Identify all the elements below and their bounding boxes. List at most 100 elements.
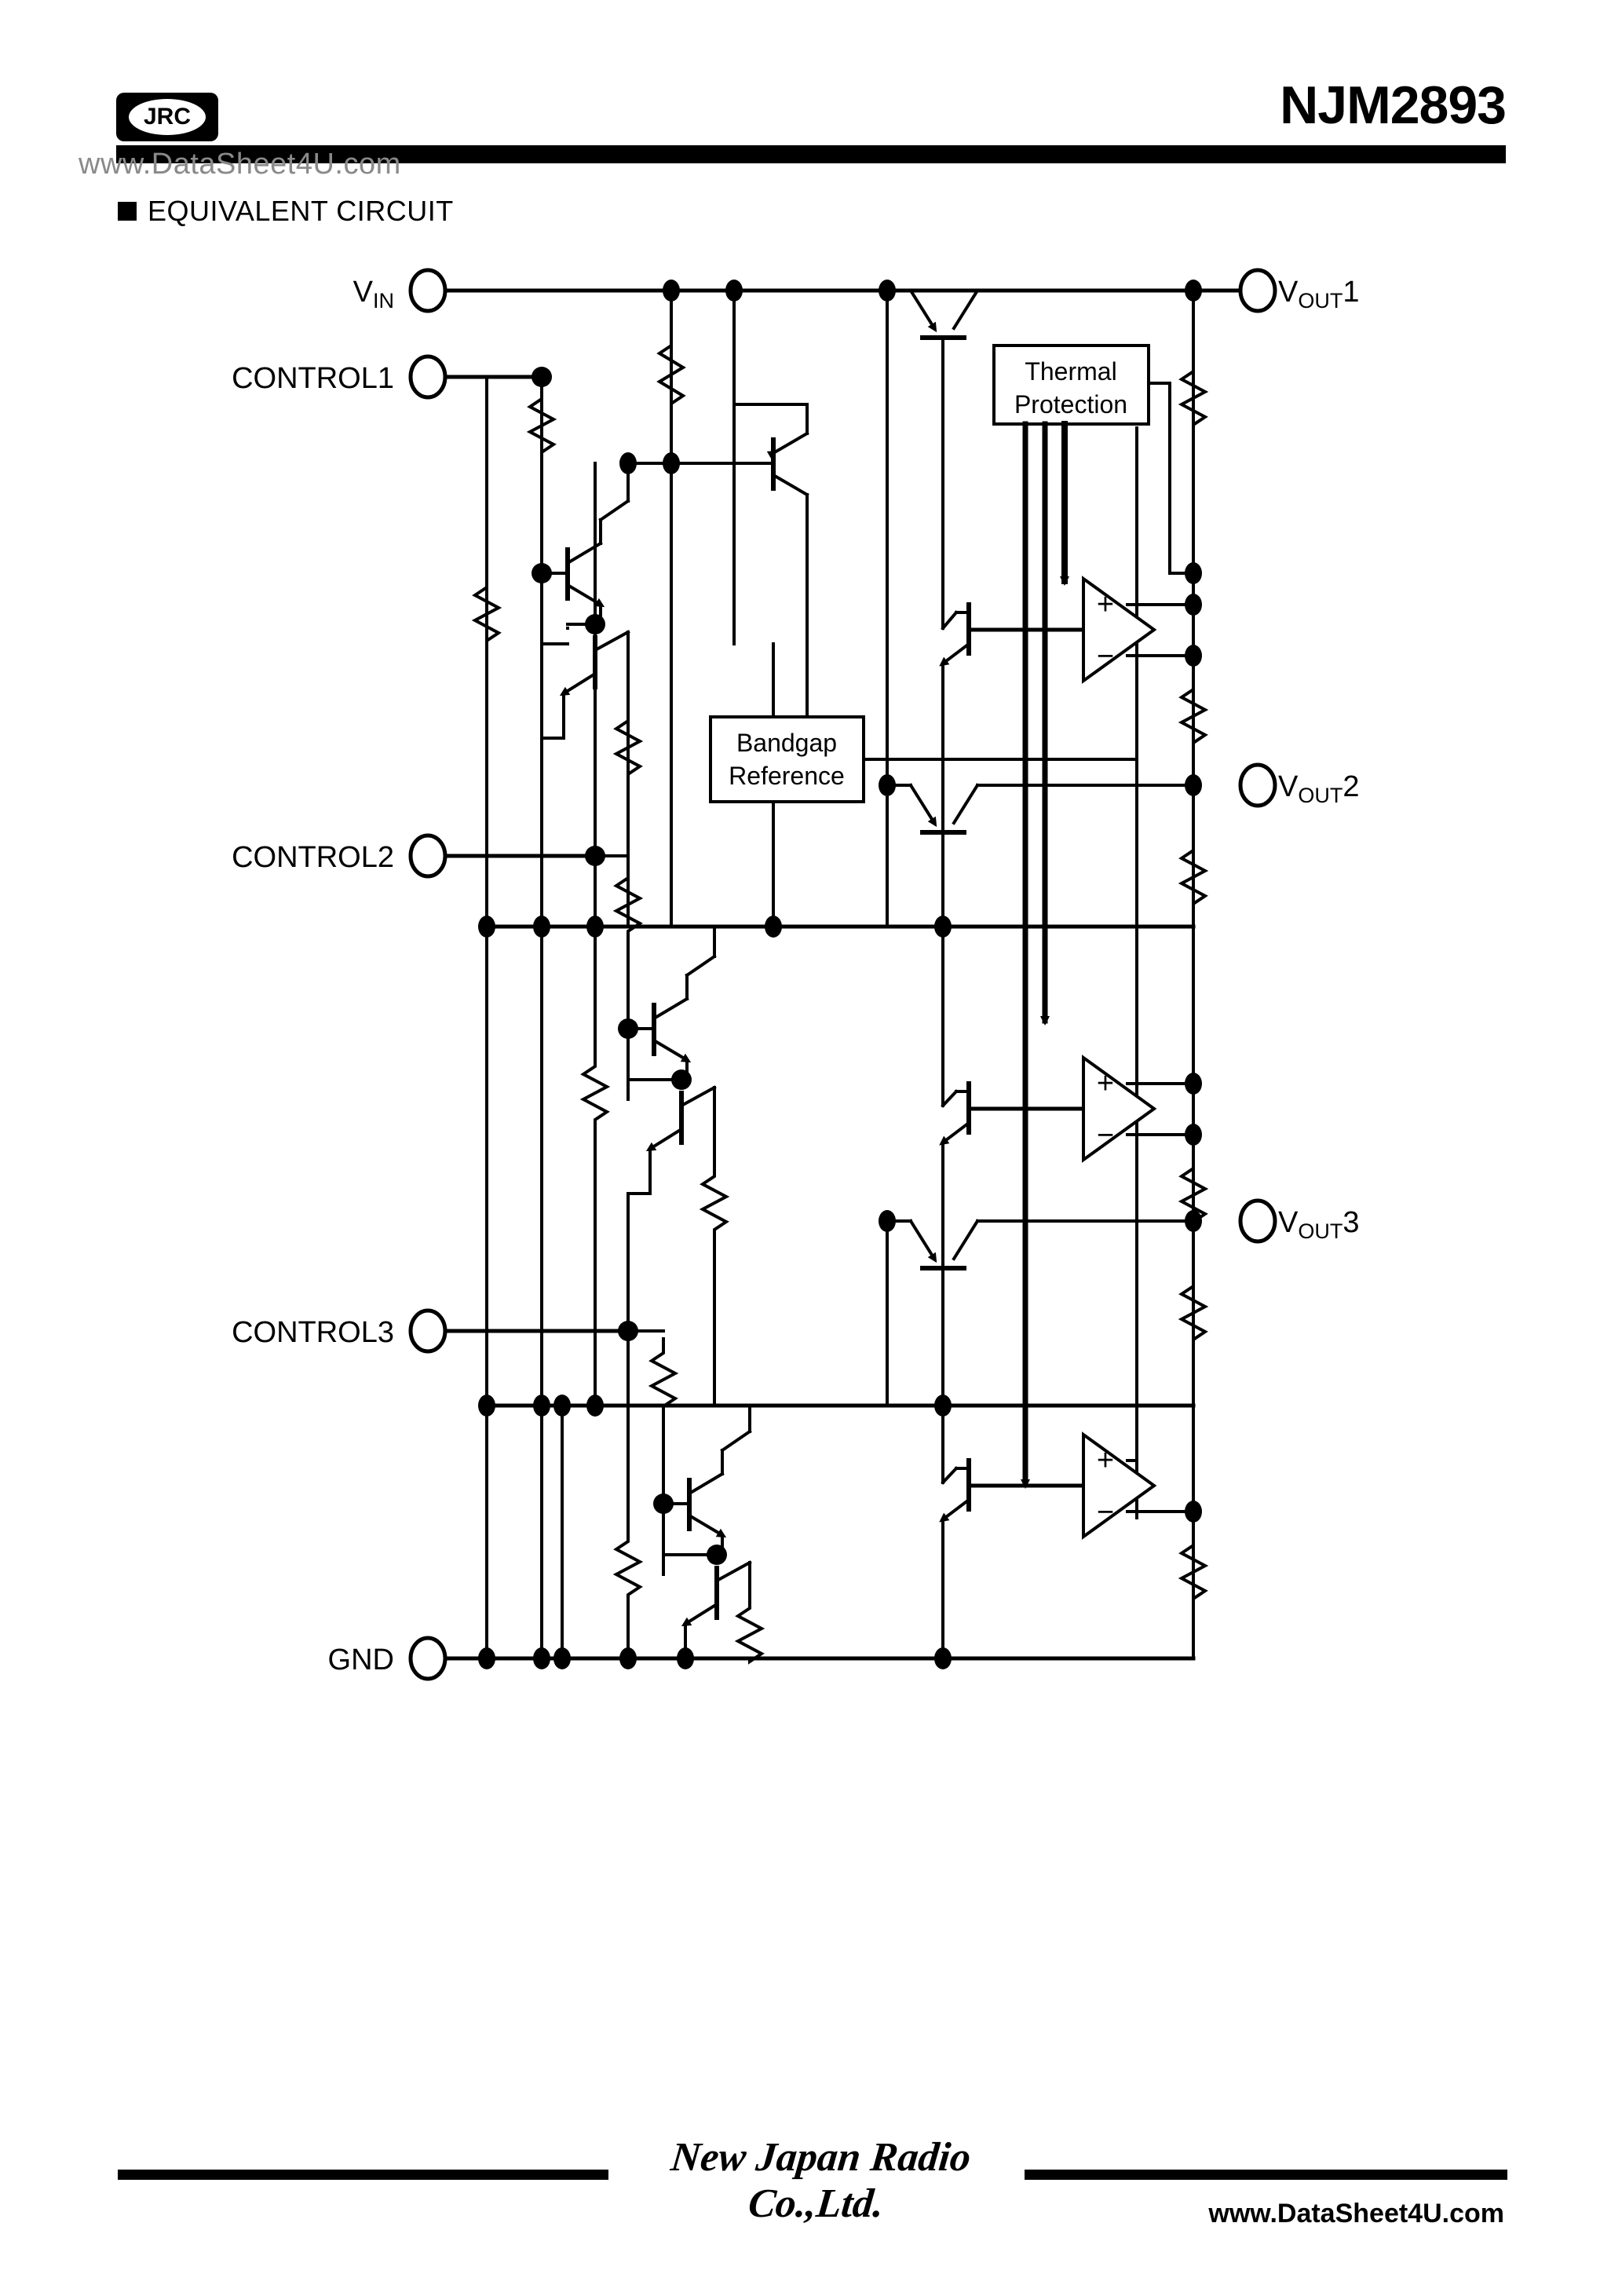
junction-dot [532,563,552,583]
q6-emitter [687,1513,727,1538]
junction-dot [1185,645,1202,667]
terminal-vout2 [1238,762,1277,808]
section-heading-label: EQUIVALENT CIRCUIT [148,195,454,227]
resistor-r2b [579,1051,611,1135]
junction-dot [934,1647,952,1669]
filled-square-icon [118,202,137,221]
pass1-collector [952,288,980,331]
pass2-emitter [908,783,937,828]
pass1-emitter [908,288,937,333]
junction-dot [532,367,552,387]
junction-dot [671,1069,692,1090]
junction-dot [934,1395,952,1417]
junction-dot [677,1647,694,1669]
jrc-logo: JRC [116,93,218,141]
pin-label-gnd: GND [328,1643,394,1676]
junction-dot [765,916,782,938]
q1-emitter [565,583,605,608]
q4-collector [652,996,689,1021]
resistor-r3a [648,1337,679,1422]
footer-url: www.DataSheet4U.com [1208,2199,1504,2228]
resistor-r1b [471,572,502,656]
opamp3-plus-label: + [1097,1444,1114,1477]
q5-emitter [645,1127,684,1152]
junction-dot [586,916,604,938]
junction-dot [585,614,605,634]
q6-collector [687,1472,725,1496]
footer-rule-left [118,2170,608,2180]
junction-dot [879,280,896,302]
thermal-protection-block [992,344,1150,426]
equivalent-circuit-diagram: VIN CONTROL1 CONTROL2 CONTROL3 GND VOUT1… [0,236,1622,1767]
drv1-collector [941,610,959,631]
junction-dot [879,774,896,796]
terminal-control3 [408,1308,448,1354]
resistor-fb1-upper [1178,356,1209,441]
pin-label-control1: CONTROL1 [232,362,394,395]
opamp1-minus-label: − [1097,640,1114,673]
part-number: NJM2893 [1280,75,1507,135]
q1-collector-jog [598,499,630,522]
junction-dot [586,1395,604,1417]
resistor-fb2-upper [1178,835,1209,919]
opamp2-minus-label: − [1097,1119,1114,1152]
pin-label-vout1: VOUT1 [1278,276,1360,313]
drv2-emitter [939,1121,971,1146]
q3-emitter [771,473,809,497]
q2-collector [593,630,630,653]
q6-collector-jog [720,1429,752,1453]
pass2-collector [952,783,980,825]
junction-dot [1185,562,1202,584]
terminal-control2 [408,833,448,879]
resistor-r2a [612,862,644,947]
junction-dot [663,452,680,474]
resistor-r1c [612,705,644,790]
junction-dot [1185,1124,1202,1146]
junction-dot [1185,1210,1202,1232]
q4-emitter [652,1038,692,1063]
resistor-r3b [612,1526,644,1610]
junction-dot [1185,1073,1202,1095]
resistor-fb3-lower [1178,1530,1209,1614]
junction-dot [1185,1501,1202,1523]
junction-dot [478,1647,495,1669]
terminal-vin [408,268,448,313]
q7-collector [714,1560,752,1583]
junction-dot [619,452,637,474]
bandgap-label-line1: Bandgap [736,729,837,757]
terminal-vout1 [1238,268,1277,313]
section-heading: EQUIVALENT CIRCUIT [118,195,454,228]
bandgap-label-line2: Reference [729,762,845,790]
opamp-3 [1082,1431,1157,1540]
q7-emitter [681,1602,719,1627]
junction-dot [663,280,680,302]
junction-dot [879,1210,896,1232]
opamp-2 [1082,1055,1157,1163]
bandgap-reference-block [709,715,865,803]
q4-collector-jog [685,954,717,978]
watermark-top: www.DataSheet4U.com [79,148,401,181]
drv3-emitter [939,1497,971,1523]
terminal-circles [408,268,1277,1681]
junction-dot [618,1018,638,1039]
pin-label-vout2: VOUT2 [1278,770,1360,807]
junction-dot [619,1647,637,1669]
resistor-fb1-lower [1178,674,1209,759]
q1-collector [565,541,603,565]
pin-label-control3: CONTROL3 [232,1316,394,1349]
resistor-r2c [699,1161,730,1245]
resistor-fb3-upper [1178,1270,1209,1355]
resistor-r3c [734,1592,765,1665]
terminal-vout3 [1238,1198,1277,1244]
thermal-label-line2: Protection [1014,390,1127,419]
junction-dot [934,916,952,938]
footer-company: New Japan Radio Co.,Ltd. [668,2135,974,2226]
circuit-svg: VIN CONTROL1 CONTROL2 CONTROL3 GND VOUT1… [232,268,1360,1681]
drv3-collector [941,1466,959,1485]
opamp2-plus-label: + [1097,1067,1114,1100]
junction-dot [1185,280,1202,302]
resistor-r1a [526,383,557,466]
terminal-gnd [408,1636,448,1681]
opamp3-minus-label: − [1097,1496,1114,1529]
footer-rule-right [1025,2170,1507,2180]
